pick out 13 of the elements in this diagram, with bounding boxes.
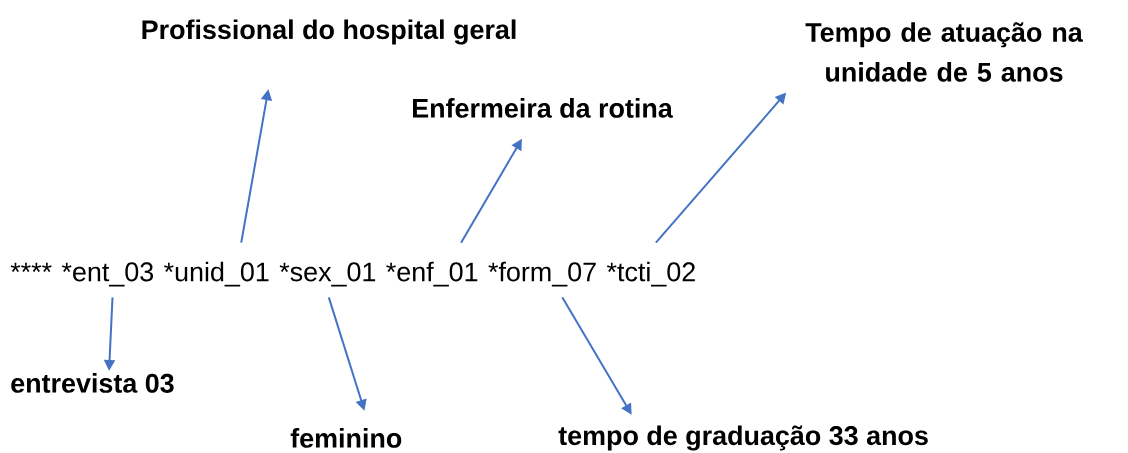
code-token: *enf_01 [386, 261, 478, 287]
label-text: Enfermeira da rotina [413, 98, 673, 118]
label-text: Tempo de atuação na unidade de 5 anos [805, 22, 1083, 82]
label-text: tempo de graduação 33 anos [558, 425, 928, 451]
code-token: **** [10, 262, 52, 273]
code-token: *form_07 [488, 261, 596, 287]
code-token: *ent_03 [61, 262, 154, 287]
label-text: Profissional do hospital geral [142, 19, 516, 45]
code-token: *unid_01 [164, 261, 269, 287]
code-token: *tcti_02 [606, 261, 695, 287]
label-text: entrevista 03 [11, 373, 174, 393]
code-token: *sex_01 [279, 262, 376, 287]
label-text: feminino [290, 428, 402, 448]
